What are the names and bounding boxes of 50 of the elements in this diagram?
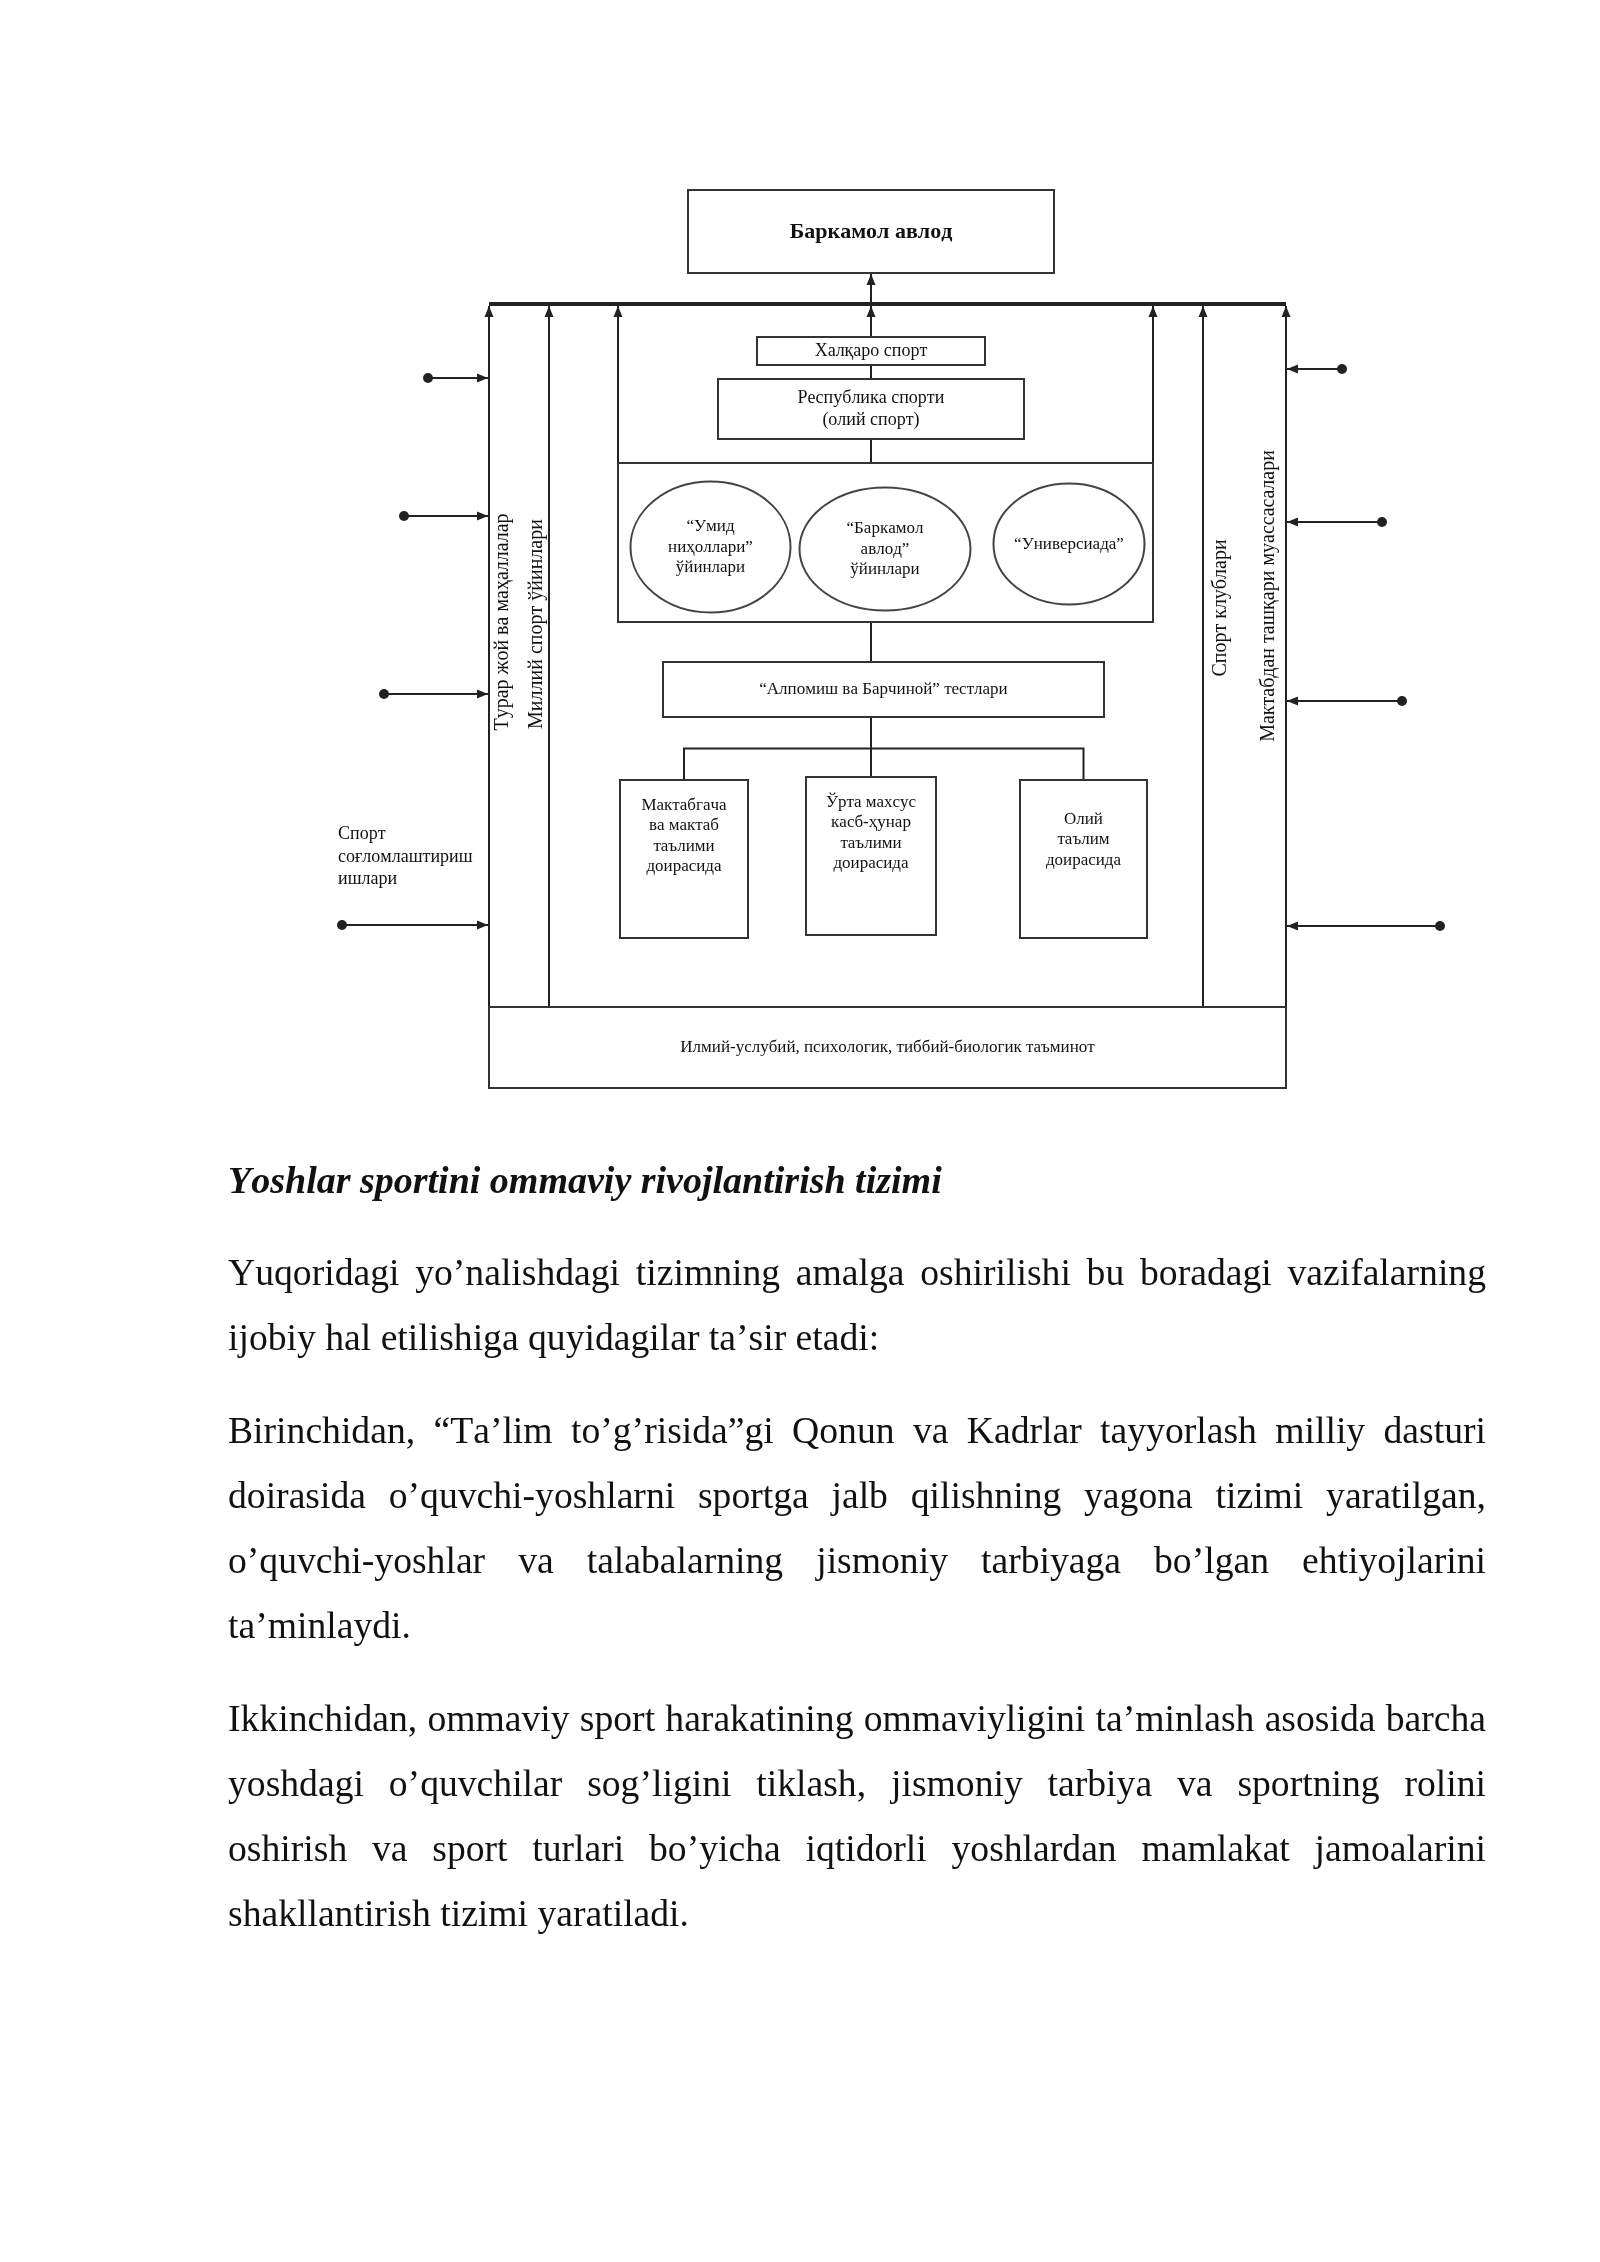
arrow xyxy=(337,920,489,930)
arrow xyxy=(399,511,489,521)
arrow xyxy=(1286,364,1347,374)
level-box xyxy=(717,378,1025,440)
arrow xyxy=(489,273,1286,306)
test-box xyxy=(662,661,1105,718)
vertical-label: Миллий спорт ўйинлари xyxy=(524,519,546,729)
vertical-label: Турар жой ва маҳаллалар xyxy=(490,513,512,731)
node-label: Ўрта махсус касб-ҳунар таълими доирасида xyxy=(824,792,918,874)
arrow xyxy=(1286,696,1407,706)
stage-box xyxy=(805,776,937,936)
arrow xyxy=(1286,921,1445,931)
node-label: Илмий-услубий, психологик, тиббий-биологик таъминот xyxy=(680,1037,1095,1058)
arrow xyxy=(866,305,876,337)
node-label: “Алпомиш ва Барчиной” тестлари xyxy=(759,679,1008,700)
group-frame xyxy=(617,462,1154,623)
arrow xyxy=(379,689,489,699)
connector-line xyxy=(870,439,872,463)
vertical-label: Мактабдан ташқари муассасалари xyxy=(1256,450,1278,742)
arrow xyxy=(423,373,489,383)
node-label: Республика спорти (олий спорт) xyxy=(796,387,946,431)
arrow xyxy=(1198,305,1291,323)
figure-caption: Yoshlar sportini ommaviy rivojlantirish tizimi xyxy=(228,1158,942,1203)
node-label: “Универсиада” xyxy=(1014,533,1124,555)
arrow xyxy=(1286,517,1387,527)
arrow xyxy=(484,305,554,323)
stage-box xyxy=(1019,779,1148,939)
node-label: Халқаро спорт xyxy=(814,340,928,362)
node-label: Олий таълим доирасида xyxy=(1044,809,1123,871)
header-box xyxy=(687,189,1055,274)
body-paragraph: Ikkinchidan, ommaviy sport harakatining ommaviyligini ta’minlash asosida barcha yoshdagi o’quvchilar sog’ligini tiklash, jismoniy tarbiya va sportning rolini oshirish va sport turlari bo’yicha iqtidorli yoshlardan mamlakat jamoalarini shakllantirish tizimi yaratiladi. xyxy=(228,1696,1486,1936)
node-label: “Баркамол авлод” ўйинлари xyxy=(845,518,925,580)
event-ellipse xyxy=(992,482,1146,606)
event-ellipse xyxy=(629,480,792,614)
vertical-label: Спорт клублари xyxy=(1208,539,1230,677)
connector-line xyxy=(870,622,872,662)
body-paragraph: Birinchidan, “Ta’lim to’g’risida”gi Qonun va Kadrlar tayyorlash milliy dasturi doirasida o’quvchi-yoshlarni sportga jalb qilishning yagona tizimi yaratilgan, o’quvchi-yoshlar va talabalarning jismoniy tarbiyaga bo’lgan ehtiyojlarini ta’minlaydi. xyxy=(228,1408,1486,1648)
arrow xyxy=(613,305,1158,463)
node-label: Мактабгача ва мактаб таълими доирасида xyxy=(640,795,728,877)
stage-box xyxy=(619,779,749,939)
body-paragraph: Yuqoridagi yo’nalishdagi tizimning amalga oshirilishi bu boradagi vazifalarning ijobiy hal etilishiga quyidagilar ta’sir etadi: xyxy=(228,1250,1486,1360)
event-ellipse xyxy=(798,486,972,612)
side-column xyxy=(1202,322,1287,1006)
level-box xyxy=(756,336,986,366)
base-band xyxy=(488,1006,1287,1089)
connector-line xyxy=(870,717,1085,780)
node-label: Баркамол авлод xyxy=(789,218,953,245)
connector-line xyxy=(870,365,872,379)
node-label: “Умид ниҳоллари” ўйинлари xyxy=(667,516,754,578)
side-column xyxy=(488,322,550,1006)
